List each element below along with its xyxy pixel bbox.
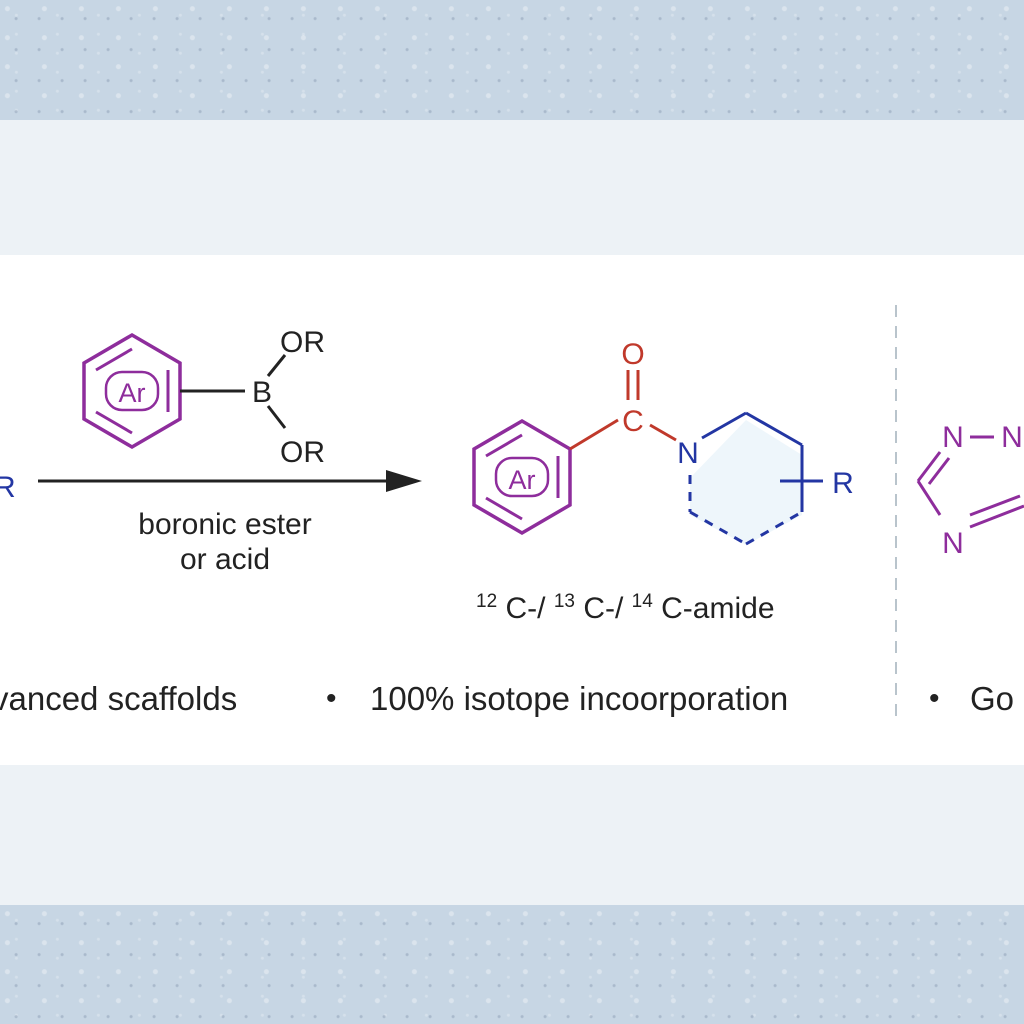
triazole-fragment: N N N [916,421,1024,560]
feature-isotope-incorporation: 100% isotope incoorporation [370,680,788,717]
scheme-card [0,255,1024,765]
triazole-bond [916,451,942,482]
boron-o-bond-top [266,354,287,377]
feature-advanced-scaffolds: vanced scaffolds [0,680,237,717]
product-r-label: R [832,467,854,500]
textured-background-top [0,0,1024,120]
triazole-bond [916,480,942,516]
reagent-ring-double-bond [95,410,133,435]
arrow-head [386,470,422,492]
isotope-text-3: C-amide [661,592,774,625]
carbonyl-oxygen-label: O [621,338,644,371]
boron-o-bond-bottom [266,405,287,429]
or-bottom-label: OR [280,436,325,469]
isotope-text-1: C-/ [505,592,546,625]
piperidine-dashed-bond [745,510,803,546]
isotope-14-superscript: 14 [632,591,654,612]
arrow-label-line2: or acid [180,543,270,576]
aryl-carbonyl-bond [569,418,619,451]
triazole-n1-label: N [942,421,964,454]
isotope-text-2: C-/ [583,592,624,625]
triazole-n3-label: N [942,527,964,560]
left-r-label: R [0,471,16,504]
textured-background-bottom [0,905,1024,1024]
reagent-ar-box [104,370,160,412]
boronic-ester-reagent: Ar B OR OR [82,326,325,469]
arrow-label-line1: boronic ester [138,508,311,541]
triazole-bond [969,504,1024,529]
isotope-12-superscript: 12 [476,591,497,612]
piperidine-bond [745,411,803,447]
piperidine-dashed-bond [689,510,747,546]
product-ar-label: Ar [509,465,536,495]
piperidine-fill [690,420,802,545]
carbonyl-n-bond [649,423,677,442]
boron-label: B [252,376,272,409]
piperidine-bond [701,411,747,440]
feature-bullet-1: • [326,682,337,715]
product-ar-box [494,456,550,498]
reagent-ar-label: Ar [119,378,146,408]
isotope-amide-label: 12 C-/ 13 C-/ 14 C-amide [476,581,775,625]
reagent-ring-double-bond [95,347,133,372]
triazole-n2-label: N [1001,421,1023,454]
product-amide: Ar C O N R [472,338,854,546]
or-top-label: OR [280,326,325,359]
triazole-double-bond [927,457,951,485]
feature-bullet-2: • [929,682,940,715]
triazole-double-bond [969,494,1021,517]
reagent-benzene-ring [82,332,182,450]
carbonyl-carbon-label: C [622,405,644,438]
feature-go-cutoff: Go [970,680,1014,717]
isotope-13-superscript: 13 [554,591,575,612]
product-ring-double-bond [485,496,523,521]
reaction-arrow: boronic ester or acid [38,470,422,576]
amide-nitrogen-label: N [677,437,699,470]
product-ring-double-bond [485,433,523,458]
